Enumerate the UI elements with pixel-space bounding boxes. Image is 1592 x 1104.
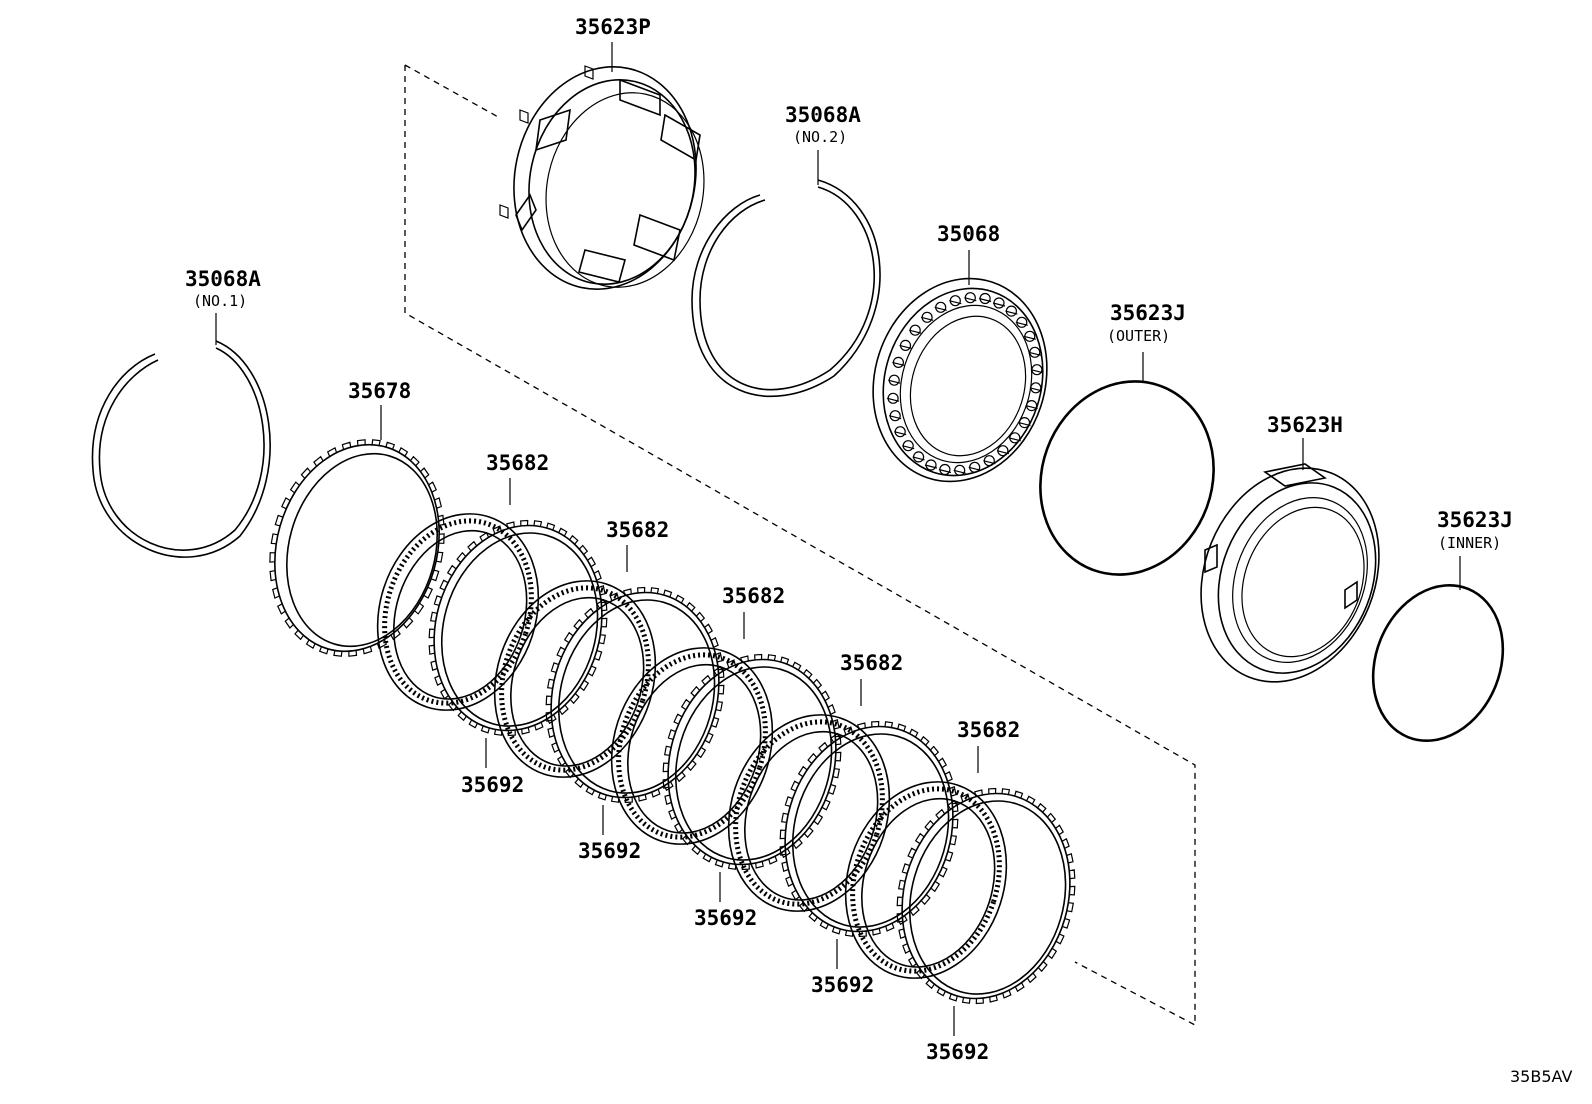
label-35068A-no2-sub: (NO.2) <box>793 128 847 146</box>
label-35068A-no1-sub: (NO.1) <box>193 292 247 310</box>
part-35623J-inner-seal[interactable] <box>1351 566 1526 761</box>
label-35682-1: 35682 <box>486 451 549 475</box>
part-35068A-no2-snap-ring[interactable] <box>699 186 875 391</box>
part-35692-steel-plate[interactable] <box>645 639 860 884</box>
part-35068A-no1-snap-ring[interactable] <box>98 347 265 551</box>
part-35678-backing-plate[interactable] <box>251 425 463 671</box>
part-35682-friction-disc[interactable] <box>353 493 563 731</box>
label-35692-3: 35692 <box>694 906 757 930</box>
label-35623H: 35623H <box>1267 413 1343 437</box>
label-35682-3: 35682 <box>722 584 785 608</box>
clutch-pack <box>353 478 1094 1036</box>
label-35678: 35678 <box>348 379 411 403</box>
label-35682-4: 35682 <box>840 651 903 675</box>
label-35623J-outer-sub: (OUTER) <box>1107 327 1170 345</box>
part-35682-friction-disc[interactable] <box>587 627 797 865</box>
label-35068: 35068 <box>937 222 1000 246</box>
part-35692-steel-plate[interactable] <box>879 773 1094 1018</box>
part-35623J-outer-seal[interactable] <box>1014 357 1241 599</box>
part-35692-steel-plate[interactable] <box>528 572 743 817</box>
part-35682-friction-disc[interactable] <box>704 694 914 932</box>
part-35068-piston[interactable] <box>847 256 1072 504</box>
part-35623H-piston[interactable] <box>1170 441 1410 709</box>
assembly-boundary <box>404 64 1196 1027</box>
label-35623J-outer: 35623J <box>1110 301 1186 325</box>
label-35692-4: 35692 <box>811 973 874 997</box>
part-35692-steel-plate[interactable] <box>411 505 626 750</box>
label-35692-2: 35692 <box>578 839 641 863</box>
label-35692-5: 35692 <box>926 1040 989 1064</box>
part-35623P-hub[interactable] <box>494 50 722 307</box>
label-35692-1: 35692 <box>461 773 524 797</box>
label-35068A-no2: 35068A <box>785 103 861 127</box>
diagram-code: 35B5AV <box>1510 1067 1572 1086</box>
label-35682-2: 35682 <box>606 518 669 542</box>
label-35623J-inner-sub: (INNER) <box>1438 534 1501 552</box>
label-35682-5: 35682 <box>957 718 1020 742</box>
part-35692-steel-plate[interactable] <box>762 706 977 951</box>
part-35682-friction-disc[interactable] <box>470 560 680 798</box>
label-35623J-inner: 35623J <box>1437 508 1513 532</box>
label-35623P: 35623P <box>575 15 651 39</box>
label-35068A-no1: 35068A <box>185 267 261 291</box>
part-35682-friction-disc[interactable] <box>821 761 1031 999</box>
